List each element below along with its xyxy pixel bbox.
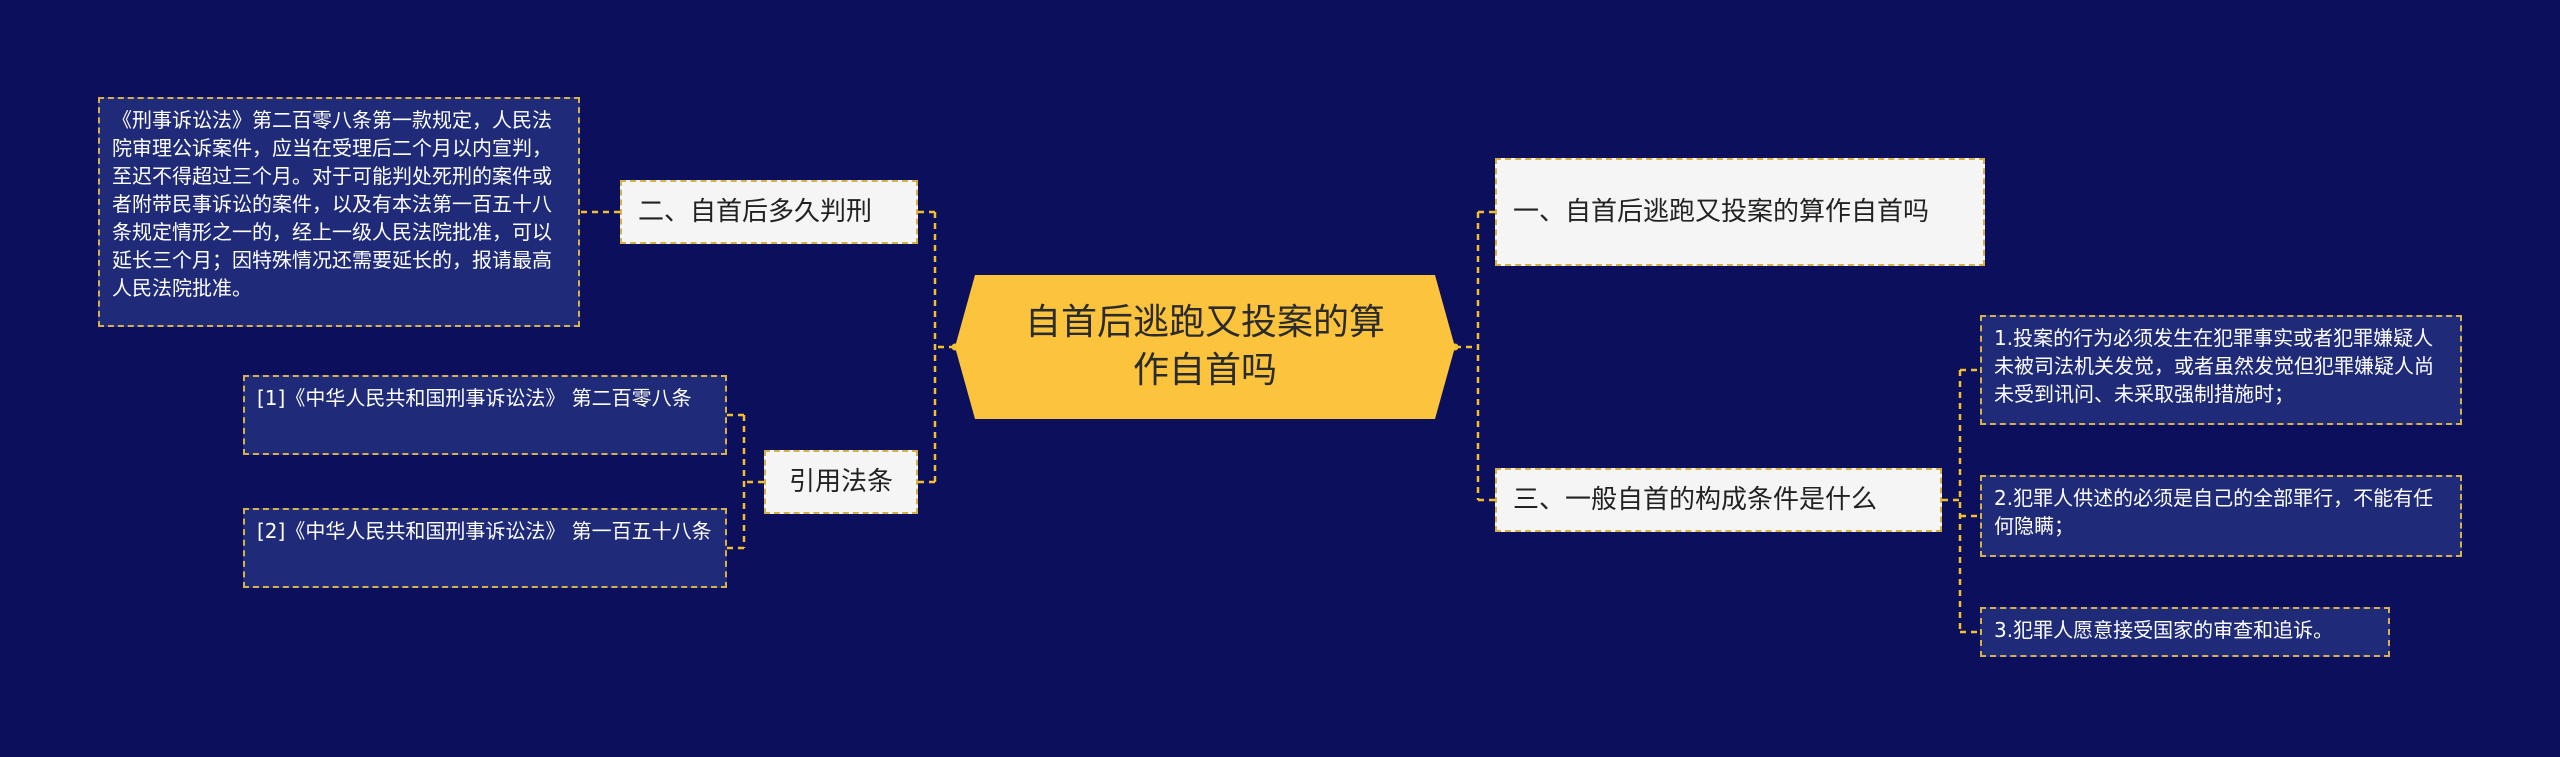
branch-label: 二、自首后多久判刑 [638, 197, 873, 227]
leaf-text: 3.犯罪人愿意接受国家的审查和追诉。 [1994, 618, 2334, 642]
leaf-text: [2]《中华人民共和国刑事诉讼法》 第一百五十八条 [257, 519, 712, 543]
branch-surrender-question[interactable]: 一、自首后逃跑又投案的算作自首吗 [1495, 158, 1985, 266]
leaf-text: 1.投案的行为必须发生在犯罪事实或者犯罪嫌疑人未被司法机关发觉，或者虽然发觉但犯… [1994, 326, 2434, 406]
central-topic-label: 自首后逃跑又投案的算作自首吗 [1024, 302, 1385, 391]
leaf-article-208[interactable]: [1]《中华人民共和国刑事诉讼法》 第二百零八条 [243, 375, 727, 455]
branch-label: 引用法条 [788, 467, 893, 497]
leaf-text: 《刑事诉讼法》第二百零八条第一款规定，人民法院审理公诉案件，应当在受理后二个月以… [112, 108, 552, 300]
leaf-text: 2.犯罪人供述的必须是自己的全部罪行，不能有任何隐瞒； [1994, 486, 2434, 538]
branch-sentencing-time[interactable]: 二、自首后多久判刑 [620, 180, 918, 244]
branch-label: 一、自首后逃跑又投案的算作自首吗 [1513, 197, 1930, 227]
branch-surrender-conditions[interactable]: 三、一般自首的构成条件是什么 [1495, 468, 1942, 532]
central-topic[interactable]: 自首后逃跑又投案的算作自首吗 [955, 275, 1455, 419]
branch-cited-articles[interactable]: 引用法条 [764, 450, 918, 514]
leaf-condition-3[interactable]: 3.犯罪人愿意接受国家的审查和追诉。 [1980, 607, 2390, 657]
leaf-text: [1]《中华人民共和国刑事诉讼法》 第二百零八条 [257, 386, 692, 410]
leaf-condition-2[interactable]: 2.犯罪人供述的必须是自己的全部罪行，不能有任何隐瞒； [1980, 475, 2462, 557]
leaf-condition-1[interactable]: 1.投案的行为必须发生在犯罪事实或者犯罪嫌疑人未被司法机关发觉，或者虽然发觉但犯… [1980, 315, 2462, 425]
leaf-article-158[interactable]: [2]《中华人民共和国刑事诉讼法》 第一百五十八条 [243, 508, 727, 588]
leaf-sentencing-law[interactable]: 《刑事诉讼法》第二百零八条第一款规定，人民法院审理公诉案件，应当在受理后二个月以… [98, 97, 580, 327]
branch-label: 三、一般自首的构成条件是什么 [1513, 485, 1878, 515]
